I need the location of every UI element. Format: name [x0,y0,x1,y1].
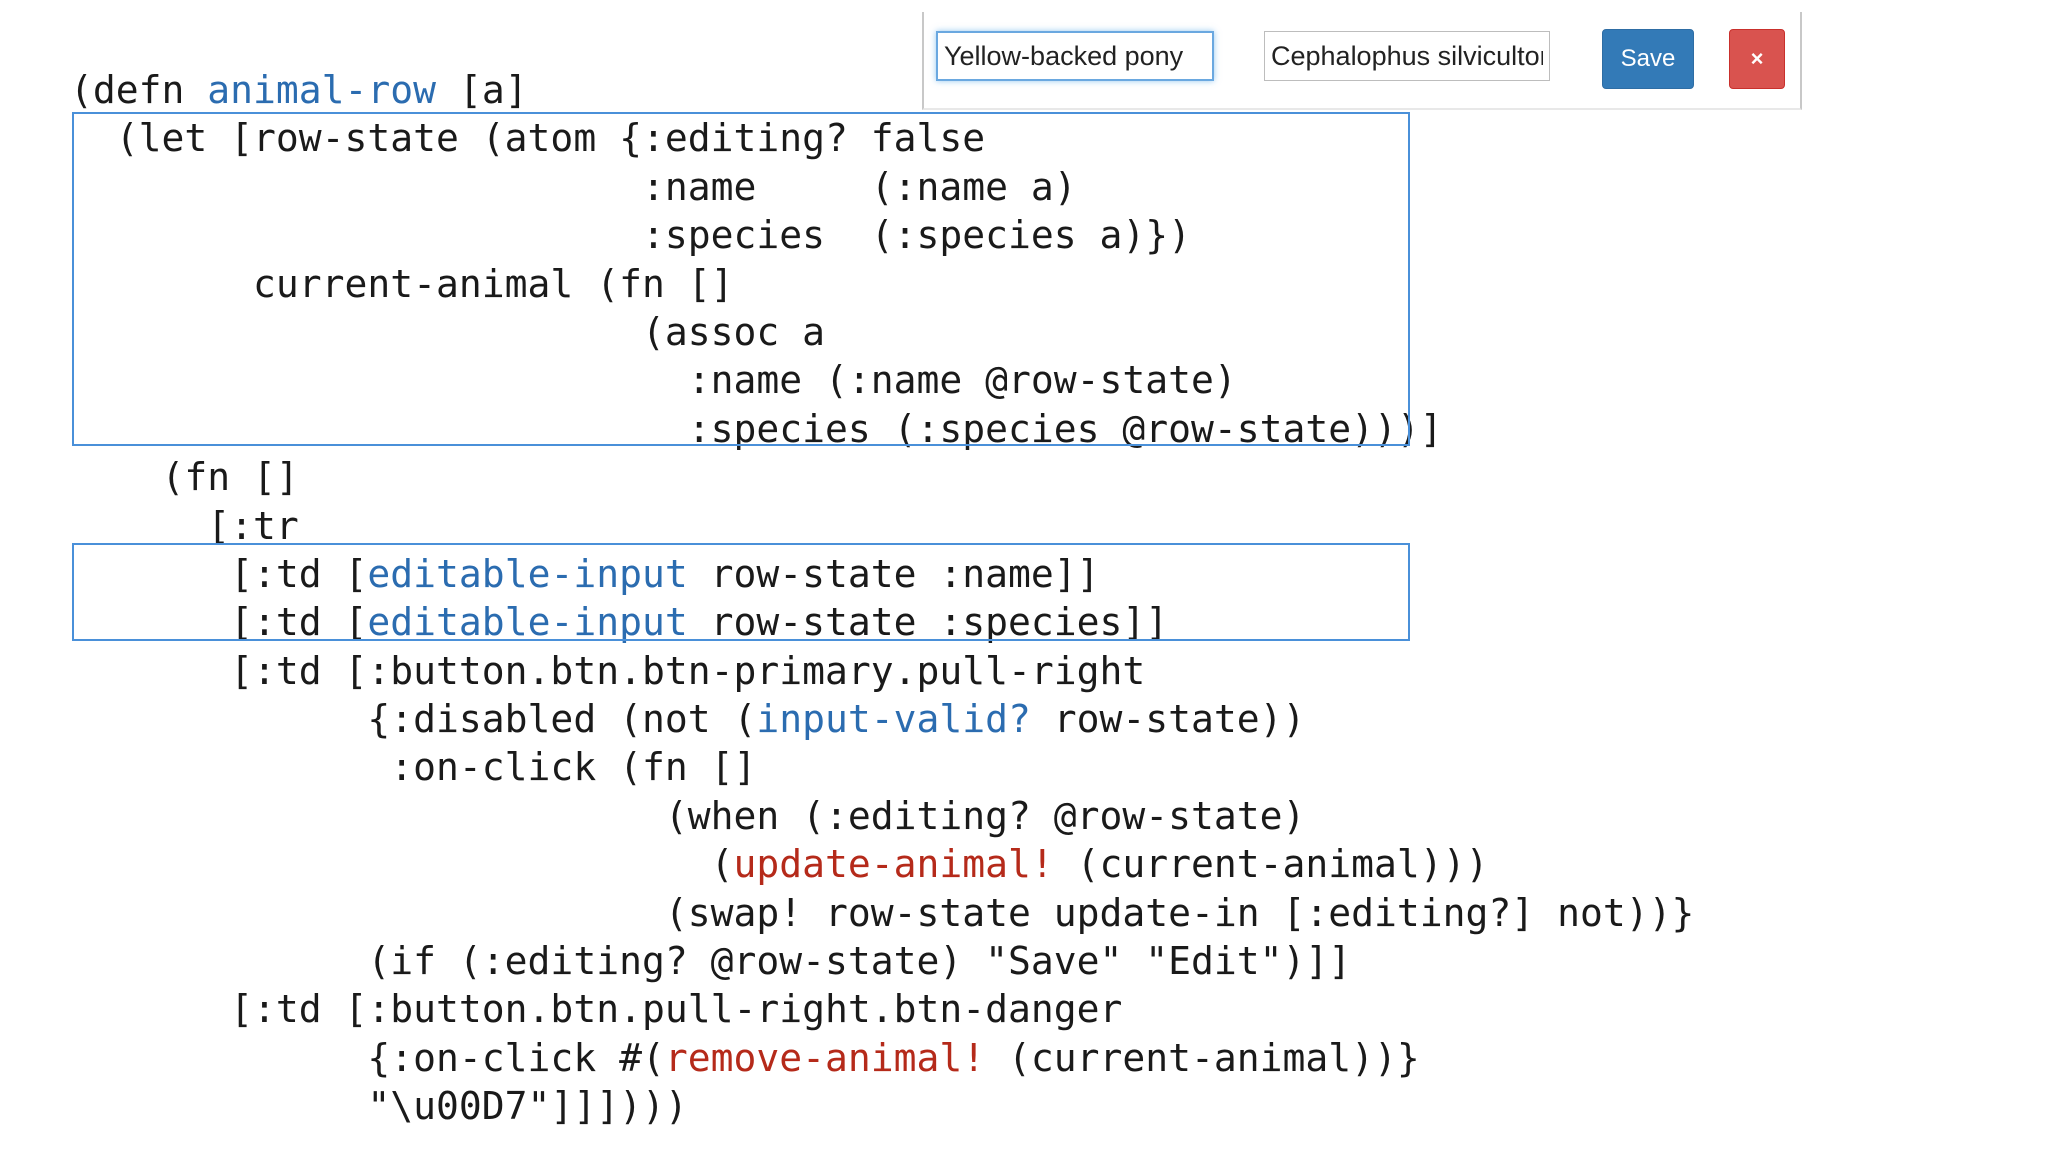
code-line: (if (:editing? @row-state) "Save" "Edit"… [70,937,1694,985]
code-text: row-state)) [1030,697,1306,742]
code-text: (when (:editing? @row-state) [70,793,1306,838]
code-text: (current-animal))) [1053,842,1489,887]
code-text: (current-animal))} [985,1035,1420,1080]
side-effect-function-name: update-animal! [733,842,1054,887]
code-text: ( [70,842,734,887]
code-line: current-animal (fn [] [70,260,1694,308]
code-line: {:disabled (not (input-valid? row-state)… [70,695,1694,743]
code-text: [:td [:button.btn.btn-primary.pull-right [70,648,1146,693]
code-line: :name (:name @row-state) [70,356,1694,404]
code-line: :name (:name a) [70,163,1694,211]
name-input[interactable] [936,31,1214,81]
code-text: :on-click (fn [] [70,745,757,790]
code-line: (update-animal! (current-animal))) [70,840,1694,888]
function-name: input-valid? [756,697,1031,742]
code-text: :species (:species a)}) [70,213,1192,258]
code-line: (when (:editing? @row-state) [70,792,1694,840]
code-line: [:td [:button.btn.btn-primary.pull-right [70,647,1694,695]
code-text: [a] [436,68,528,112]
save-button[interactable]: Save [1602,29,1694,89]
code-line: {:on-click #(remove-animal! (current-ani… [70,1034,1694,1082]
code-line: [:td [:button.btn.pull-right.btn-danger [70,985,1694,1033]
code-line: (swap! row-state update-in [:editing?] n… [70,889,1695,937]
function-name: animal-row [207,68,437,112]
code-text: (if (:editing? @row-state) "Save" "Edit"… [70,939,1352,984]
code-text: (let [row-state (atom {:editing? false [70,116,986,161]
code-text: :species (:species @row-state)))] [70,406,1443,451]
code-text: (assoc a [70,309,825,354]
function-name: editable-input [367,600,688,645]
code-text: :name (:name @row-state) [70,358,1237,403]
code-text: row-state :species]] [687,600,1169,645]
code-line: :species (:species @row-state)))] [70,405,1694,453]
code-text: (defn [70,68,208,112]
code-line: (assoc a [70,308,1694,356]
code-text: current-animal (fn [] [70,261,734,306]
code-line: [:td [editable-input row-state :species]… [70,598,1694,646]
code-listing: (defn animal-row [a] (let [row-state (at… [70,66,1694,1131]
code-text: "\u00D7"]]]))) [70,1084,688,1129]
code-line: [:tr [70,502,1694,550]
code-line: (defn animal-row [a] [70,66,1694,114]
species-input[interactable] [1264,31,1550,81]
code-text: (swap! row-state update-in [:editing?] n… [70,890,1695,935]
code-text: {:disabled (not ( [70,697,757,742]
code-text: :name (:name a) [70,164,1077,209]
code-text: [:td [:button.btn.pull-right.btn-danger [70,987,1123,1032]
code-text: row-state :name]] [687,551,1100,596]
code-line: (fn [] [70,453,1694,501]
code-text: (fn [] [70,455,299,500]
code-line: "\u00D7"]]]))) [70,1082,1694,1130]
code-line: :on-click (fn [] [70,743,1694,791]
code-line: (let [row-state (atom {:editing? false [70,114,1694,162]
code-text: [:td [ [70,600,368,645]
side-effect-function-name: remove-animal! [664,1035,986,1080]
code-line: [:td [editable-input row-state :name]] [70,550,1694,598]
code-text: [:tr [70,503,299,548]
remove-button[interactable]: × [1729,29,1785,89]
code-text: {:on-click #( [70,1035,665,1080]
function-name: editable-input [367,551,688,596]
code-line: :species (:species a)}) [70,211,1694,259]
animal-row-preview: Save × [922,12,1802,110]
code-text: [:td [ [70,551,368,596]
